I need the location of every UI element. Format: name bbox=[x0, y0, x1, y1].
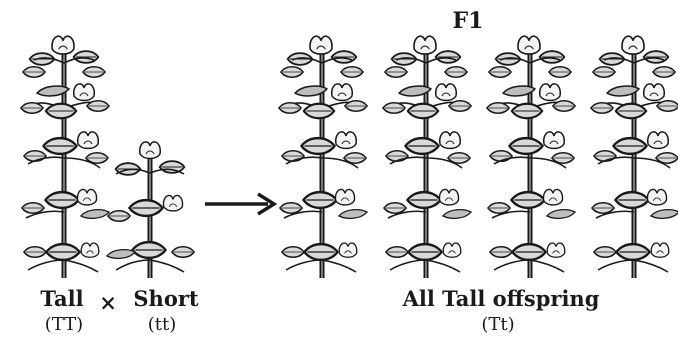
offspring-plants bbox=[279, 36, 678, 278]
tall-pea-plant-icon bbox=[21, 36, 109, 278]
cross-symbol: × bbox=[99, 290, 117, 315]
tall-offspring-plant-icon bbox=[279, 36, 367, 278]
tall-offspring-plant-icon bbox=[487, 36, 575, 278]
generation-label: F1 bbox=[452, 8, 484, 34]
arrow-right-icon bbox=[205, 192, 278, 216]
short-parent-genotype: (tt) bbox=[147, 314, 177, 335]
short-parent-label: Short bbox=[133, 286, 199, 311]
offspring-genotype: (Tt) bbox=[481, 314, 515, 335]
short-pea-plant-icon bbox=[107, 142, 194, 278]
offspring-label: All Tall offspring bbox=[402, 286, 600, 311]
tall-parent-genotype: (TT) bbox=[44, 314, 84, 335]
tall-parent-label: Tall bbox=[40, 286, 84, 311]
tall-offspring-plant-icon bbox=[591, 36, 678, 278]
tall-offspring-plant-icon bbox=[383, 36, 471, 278]
